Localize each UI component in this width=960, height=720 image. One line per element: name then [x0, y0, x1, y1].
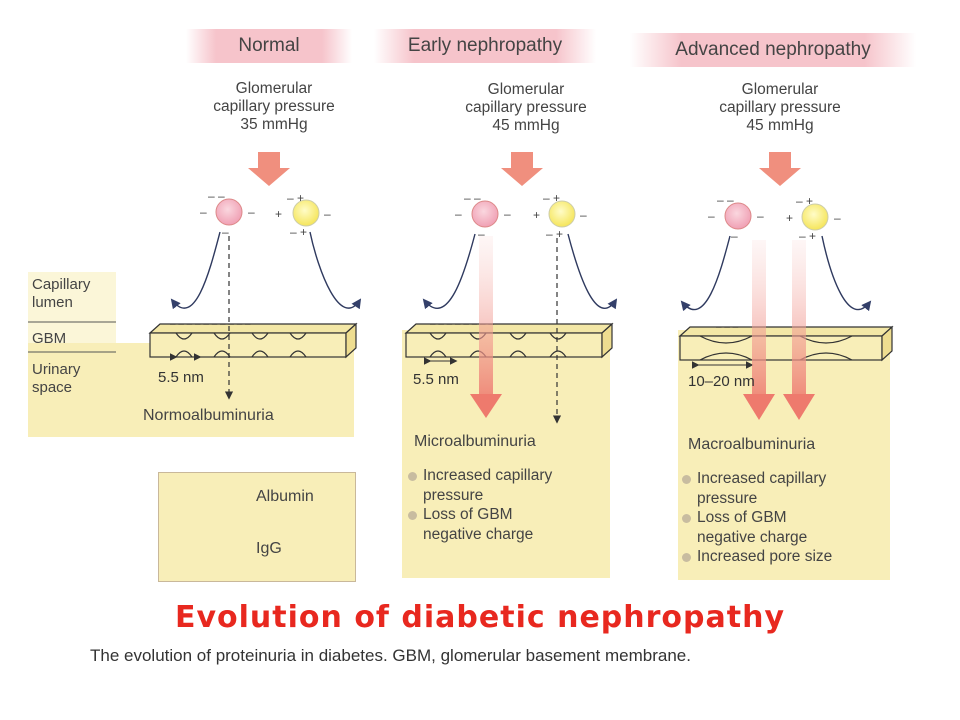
svg-text:–: –	[708, 209, 715, 223]
svg-text:– +: – +	[796, 194, 813, 208]
pore-size-early: 5.5 nm	[413, 371, 459, 388]
repulsion-curves-early	[422, 233, 618, 310]
legend-albumin-label: Albumin	[256, 488, 314, 505]
svg-text:– – – – – – – –: – – – – – – – –	[430, 319, 494, 330]
svg-text:–: –	[834, 211, 841, 225]
outcome-normal: Normoalbuminuria	[143, 407, 274, 424]
early-panel	[402, 330, 610, 578]
svg-text:–: –	[478, 227, 485, 241]
gbm-membrane-advanced: – – –	[678, 322, 894, 362]
gbm-label: GBM	[32, 330, 67, 347]
svg-text:–: –	[455, 207, 462, 221]
svg-text:+: +	[533, 208, 540, 222]
svg-text:– +: – +	[546, 227, 563, 241]
svg-text:– – –: – – –	[716, 322, 739, 333]
repulsion-curves-normal	[170, 231, 362, 310]
stage-banner-normal: Normal	[186, 29, 352, 63]
albumin-icon: – – – – –	[200, 189, 255, 239]
albumin-icon: – – – – –	[455, 191, 511, 241]
svg-text:–: –	[200, 205, 207, 219]
outcome-advanced: Macroalbuminuria	[688, 436, 816, 453]
pressure-arrow-advanced	[759, 152, 801, 186]
svg-text:+: +	[786, 211, 793, 225]
filtration-arrow-advanced-2	[783, 240, 815, 420]
gbm-membrane-normal: – – – – – – – – – –	[148, 319, 358, 359]
svg-text:+: +	[275, 207, 282, 221]
svg-text:– +: – +	[287, 191, 304, 205]
svg-text:–: –	[248, 205, 255, 219]
igg-icon: – + + – – +	[533, 191, 587, 241]
svg-text:– –: – –	[464, 191, 481, 205]
filtration-arrow-early	[470, 236, 502, 418]
gbm-membrane-early: – – – – – – – –	[404, 319, 614, 359]
pore-size-advanced: 10–20 nm	[688, 373, 755, 390]
stage-banner-early: Early nephropathy	[374, 29, 596, 63]
advanced-panel	[678, 330, 890, 580]
outcome-early: Microalbuminuria	[414, 433, 536, 450]
svg-text:– +: – +	[290, 225, 307, 239]
stage-title: Advanced nephropathy	[675, 39, 871, 60]
svg-text:– –: – –	[717, 193, 734, 207]
stage-title: Early nephropathy	[407, 35, 563, 56]
slide-heading: Evolution of diabetic nephropathy	[174, 600, 786, 635]
svg-text:– – – – – – – – – –: – – – – – – – – – –	[170, 319, 251, 330]
svg-text:–: –	[222, 225, 229, 239]
svg-text:– –: – –	[208, 189, 225, 203]
legend-igg-label: IgG	[256, 540, 282, 557]
igg-icon: – + + – – +	[786, 194, 841, 243]
svg-text:–: –	[731, 229, 738, 243]
igg-icon: – + + – – +	[275, 191, 331, 239]
repulsion-curves-advanced	[680, 235, 872, 312]
albumin-icon: – – – – –	[708, 193, 764, 243]
stage-title: Normal	[238, 35, 300, 56]
svg-text:–: –	[504, 207, 511, 221]
svg-text:– +: – +	[799, 229, 816, 243]
pore-size-normal: 5.5 nm	[158, 369, 204, 386]
svg-text:–: –	[580, 208, 587, 222]
label-dividers	[28, 321, 116, 353]
figure-caption: The evolution of proteinuria in diabetes…	[90, 646, 691, 665]
svg-text:–: –	[324, 207, 331, 221]
filtration-arrow-advanced-1	[743, 240, 775, 420]
svg-text:–: –	[757, 209, 764, 223]
label-column-lumen-bg	[28, 272, 116, 344]
svg-text:– +: – +	[543, 191, 560, 205]
pressure-arrow-normal	[248, 152, 290, 186]
legend-box	[158, 472, 356, 582]
pressure-arrow-early	[501, 152, 543, 186]
list-item: Increased pore size	[682, 547, 832, 567]
stage-banner-advanced: Advanced nephropathy	[630, 33, 916, 67]
